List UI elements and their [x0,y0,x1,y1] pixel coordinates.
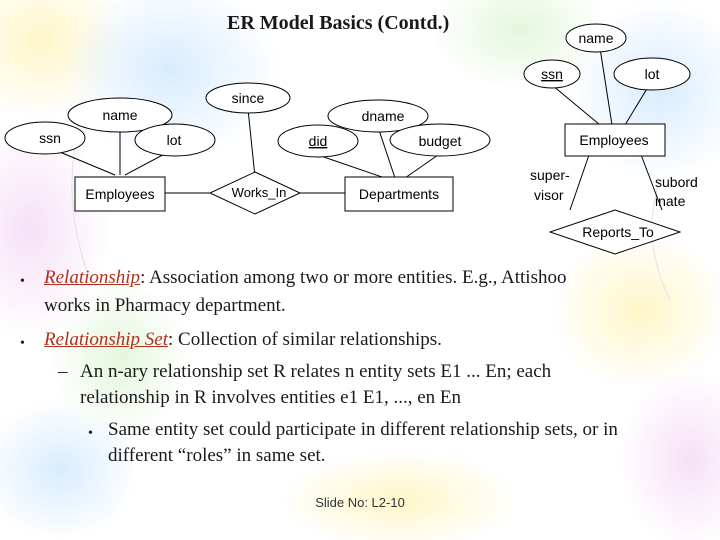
d1-entity-departments: Departments [359,186,439,202]
d1-entity-employees-box [74,176,166,212]
sub-sub-bullet-line-1: Same entity set could participate in dif… [108,419,618,440]
sub-sub-bullet-dot: • [88,426,93,441]
sub-bullet-line-1: An n-ary relationship set R relates n en… [80,361,552,382]
d2-attr-lot-oval [613,57,691,91]
d1-attr-lot: lot [167,132,182,148]
bullet-2-line: Relationship Set: Collection of similar … [44,328,442,352]
d1-attr-dname: dname [362,108,405,124]
sub-bullet-line-2: relationship in R involves entities e1 E… [80,387,461,408]
d1-attr-name-oval [67,97,173,133]
d1-entity-departments-box [344,176,454,212]
bullet-2-text: : Collection of similar relationships. [168,329,442,350]
d2-attr-ssn-oval [523,59,581,89]
d1-relationship: Works_In [232,185,287,200]
d2-relationship: Reports_To [582,224,654,240]
d1-relationship-diamond [208,171,302,215]
d1-attr-since: since [232,90,265,106]
d2-role-subordinate-1: subord [655,174,698,190]
er-diagrams: name ssn lot Employees since Works_In dn… [4,23,698,255]
bullet-1-text: : Association among two or more entities… [140,267,567,288]
d1-attr-did: did [309,133,328,149]
slide-number: Slide No: L2-10 [315,495,405,510]
d2-role-subordinate-2: inate [655,193,686,209]
sub-sub-bullet-line-2: different “roles” in same set. [108,445,326,466]
term-relationship-set: Relationship Set [44,329,169,350]
d1-attr-name: name [102,107,137,123]
diagram1-connectors [54,47,663,211]
d2-attr-ssn: ssn [541,66,563,82]
d1-attr-since-oval [205,82,291,114]
d1-entity-employees: Employees [85,186,154,202]
d1-attr-did-oval [277,124,359,158]
d2-attr-name-oval [565,23,627,53]
sub-bullet-dash: – [58,361,68,382]
d1-attr-dname-oval [327,99,429,133]
d1-attr-ssn: ssn [39,130,61,146]
term-relationship: Relationship [44,267,141,288]
bullet-1-line-1: Relationship: Association among two or m… [44,266,566,290]
d2-entity-employees: Employees [579,132,648,148]
d2-relationship-diamond [548,209,682,255]
d1-attr-budget-oval [389,123,491,157]
bullet-dot: • [20,274,25,289]
d2-role-supervisor-1: super- [530,167,570,183]
d2-role-supervisor-2: visor [534,187,564,203]
d1-attr-lot-oval [134,123,216,157]
bullet-dot: • [20,336,25,351]
d2-attr-lot: lot [645,66,660,82]
d2-attr-name: name [578,30,613,46]
d2-entity-employees-box [564,123,666,157]
bullet-1-line-2: works in Pharmacy department. [44,295,286,316]
d1-attr-budget: budget [419,133,462,149]
d1-attr-ssn-oval [4,121,86,155]
